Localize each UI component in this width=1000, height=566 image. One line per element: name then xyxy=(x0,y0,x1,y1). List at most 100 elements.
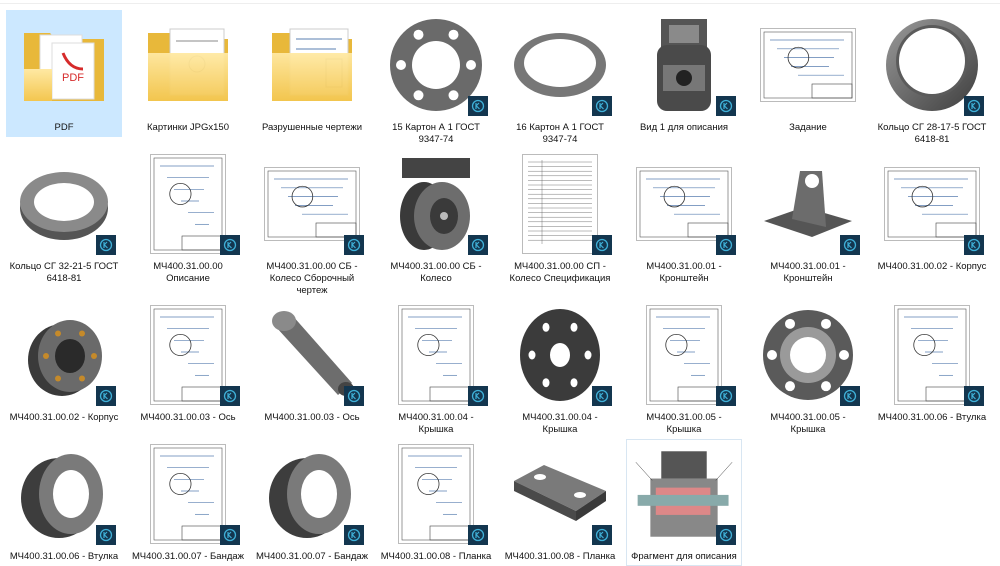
drawing-thumbnail-icon xyxy=(758,14,858,116)
kompas-app-icon xyxy=(592,386,612,406)
kompas-app-icon xyxy=(592,96,612,116)
file-name: МЧ400.31.00.03 - Ось xyxy=(264,412,360,423)
file-name: Задание xyxy=(789,122,827,133)
file-item[interactable]: МЧ400.31.00.07 - Бандаж xyxy=(254,439,370,566)
file-item[interactable]: PDF PDF xyxy=(6,10,122,137)
folder-thumbnail-icon: PDF xyxy=(14,14,114,116)
file-item[interactable]: Вид 1 для описания xyxy=(626,10,742,137)
file-item[interactable]: МЧ400.31.00.02 - Корпус xyxy=(874,149,990,276)
file-name: PDF xyxy=(54,122,74,133)
kompas-app-icon xyxy=(96,525,116,545)
folder-thumbnail-icon xyxy=(138,14,238,116)
folder-thumbnail-icon xyxy=(262,14,362,116)
drawing-thumbnail-icon xyxy=(510,153,612,255)
file-item[interactable]: Картинки JPGx150 xyxy=(130,10,246,137)
kompas-app-icon xyxy=(344,235,364,255)
drawing-thumbnail-icon xyxy=(138,443,240,545)
kompas-app-icon xyxy=(964,96,984,116)
kompas-app-icon xyxy=(964,386,984,406)
part-thumbnail-icon xyxy=(510,443,612,545)
part-thumbnail-icon xyxy=(14,304,116,406)
file-item[interactable]: МЧ400.31.00.00 СБ - Колесо Сборочный чер… xyxy=(254,149,370,300)
file-item[interactable]: МЧ400.31.00.06 - Втулка xyxy=(6,439,122,566)
part-thumbnail-icon xyxy=(634,443,736,545)
drawing-thumbnail-icon xyxy=(882,304,984,406)
file-item[interactable]: Задание xyxy=(750,10,866,137)
kompas-app-icon xyxy=(220,235,240,255)
file-item[interactable]: МЧ400.31.00.07 - Бандаж xyxy=(130,439,246,566)
file-item[interactable]: МЧ400.31.00.02 - Корпус xyxy=(6,300,122,427)
drawing-thumbnail-icon xyxy=(262,153,364,255)
file-name: МЧ400.31.00.04 - Крышка xyxy=(398,412,474,435)
kompas-app-icon xyxy=(716,386,736,406)
file-name: МЧ400.31.00.00 Описание xyxy=(153,261,223,284)
file-item[interactable]: МЧ400.31.00.00 Описание xyxy=(130,149,246,288)
part-thumbnail-icon xyxy=(386,153,488,255)
file-item[interactable]: МЧ400.31.00.05 - Крышка xyxy=(750,300,866,439)
file-name: МЧ400.31.00.07 - Бандаж xyxy=(256,551,368,562)
file-item[interactable]: МЧ400.31.00.08 - Планка xyxy=(502,439,618,566)
file-item[interactable]: МЧ400.31.00.03 - Ось xyxy=(254,300,370,427)
file-grid: PDF PDF Картинки JPGx150 Разрушенные чертеж… xyxy=(6,10,990,566)
drawing-thumbnail-icon xyxy=(882,153,984,255)
file-item[interactable]: Кольцо СГ 28-17-5 ГОСТ 6418-81 xyxy=(874,10,990,149)
file-name: Кольцо СГ 32-21-5 ГОСТ 6418-81 xyxy=(9,261,119,284)
file-name: МЧ400.31.00.00 СБ - Колесо xyxy=(390,261,482,284)
file-item[interactable]: МЧ400.31.00.00 СП - Колесо Спецификация xyxy=(502,149,618,288)
kompas-app-icon xyxy=(96,235,116,255)
file-item[interactable]: МЧ400.31.00.03 - Ось xyxy=(130,300,246,427)
file-name: МЧ400.31.00.08 - Планка xyxy=(504,551,616,562)
part-thumbnail-icon xyxy=(262,443,364,545)
drawing-thumbnail-icon xyxy=(634,304,736,406)
file-item[interactable]: 16 Картон А 1 ГОСТ 9347-74 xyxy=(502,10,618,149)
kompas-app-icon xyxy=(220,525,240,545)
file-item[interactable]: Разрушенные чертежи xyxy=(254,10,370,137)
file-name: МЧ400.31.00.06 - Втулка xyxy=(877,412,987,423)
part-thumbnail-icon xyxy=(510,14,612,116)
file-item[interactable]: МЧ400.31.00.04 - Крышка xyxy=(502,300,618,439)
file-name: МЧ400.31.00.01 - Кронштейн xyxy=(646,261,722,284)
file-name: МЧ400.31.00.07 - Бандаж xyxy=(132,551,244,562)
file-item[interactable]: Кольцо СГ 32-21-5 ГОСТ 6418-81 xyxy=(6,149,122,288)
kompas-app-icon xyxy=(220,386,240,406)
file-name: Картинки JPGx150 xyxy=(147,122,229,133)
file-name: МЧ400.31.00.08 - Планка xyxy=(380,551,492,562)
drawing-thumbnail-icon xyxy=(386,304,488,406)
kompas-app-icon xyxy=(344,525,364,545)
part-thumbnail-icon xyxy=(882,14,984,116)
part-thumbnail-icon xyxy=(758,304,860,406)
drawing-thumbnail-icon xyxy=(634,153,736,255)
file-item[interactable]: МЧ400.31.00.01 - Кронштейн xyxy=(626,149,742,288)
drawing-thumbnail-icon xyxy=(386,443,488,545)
file-item[interactable]: МЧ400.31.00.00 СБ - Колесо xyxy=(378,149,494,288)
svg-text:PDF: PDF xyxy=(62,72,84,84)
kompas-app-icon xyxy=(840,386,860,406)
part-thumbnail-icon xyxy=(14,153,116,255)
file-name: МЧ400.31.00.06 - Втулка xyxy=(9,551,119,562)
file-item[interactable]: МЧ400.31.00.01 - Кронштейн xyxy=(750,149,866,288)
file-name: МЧ400.31.00.03 - Ось xyxy=(140,412,236,423)
file-name: Кольцо СГ 28-17-5 ГОСТ 6418-81 xyxy=(877,122,987,145)
file-item[interactable]: МЧ400.31.00.08 - Планка xyxy=(378,439,494,566)
part-thumbnail-icon xyxy=(758,153,860,255)
file-item[interactable]: 15 Картон А 1 ГОСТ 9347-74 xyxy=(378,10,494,149)
file-name: МЧ400.31.00.02 - Корпус xyxy=(9,412,119,423)
drawing-thumbnail-icon xyxy=(138,153,240,255)
part-thumbnail-icon xyxy=(510,304,612,406)
file-name: МЧ400.31.00.01 - Кронштейн xyxy=(770,261,846,284)
file-name: МЧ400.31.00.05 - Крышка xyxy=(770,412,846,435)
file-item[interactable]: Фрагмент для описания xyxy=(626,439,742,566)
file-name: МЧ400.31.00.04 - Крышка xyxy=(522,412,598,435)
kompas-app-icon xyxy=(716,235,736,255)
file-name: 16 Картон А 1 ГОСТ 9347-74 xyxy=(516,122,604,145)
file-name: Разрушенные чертежи xyxy=(261,122,363,133)
file-item[interactable]: МЧ400.31.00.06 - Втулка xyxy=(874,300,990,427)
file-item[interactable]: МЧ400.31.00.05 - Крышка xyxy=(626,300,742,439)
file-name: 15 Картон А 1 ГОСТ 9347-74 xyxy=(392,122,480,145)
part-thumbnail-icon xyxy=(262,304,364,406)
kompas-app-icon xyxy=(468,386,488,406)
file-name: Вид 1 для описания xyxy=(639,122,729,133)
file-name: Фрагмент для описания xyxy=(631,551,737,562)
kompas-app-icon xyxy=(840,235,860,255)
file-item[interactable]: МЧ400.31.00.04 - Крышка xyxy=(378,300,494,439)
